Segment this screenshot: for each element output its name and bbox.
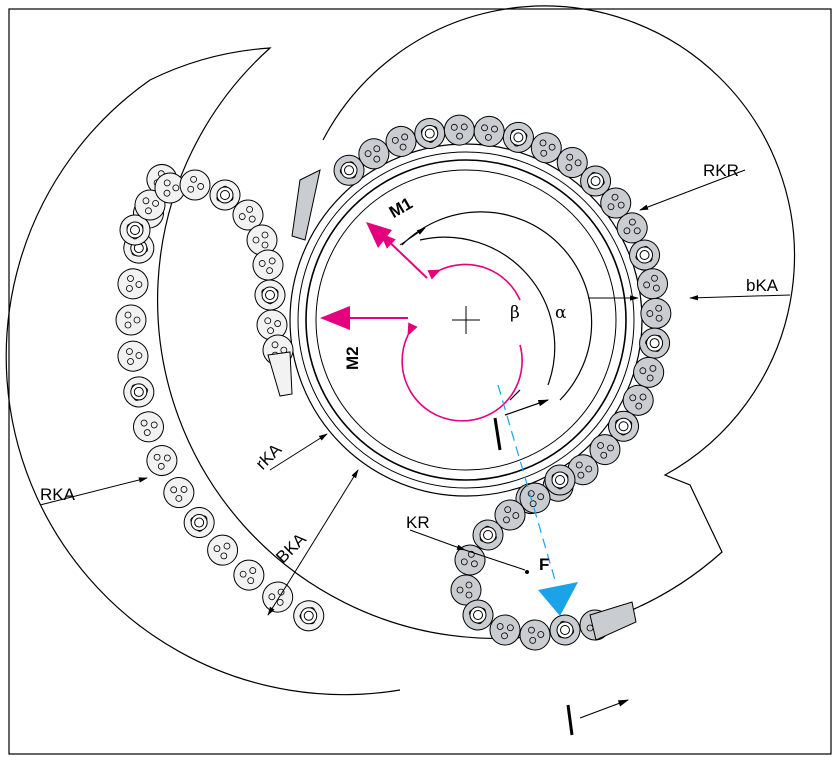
chain-pin-active-inner bbox=[560, 625, 570, 635]
chain-link-active bbox=[473, 115, 505, 147]
centerline-dashed bbox=[497, 384, 556, 581]
chain-pin-passive bbox=[130, 383, 148, 401]
chain-pin-active-inner bbox=[649, 338, 660, 349]
chain-pin-active bbox=[646, 334, 664, 352]
label-bka: bKA bbox=[746, 276, 779, 295]
label-bka-width: BKA bbox=[272, 529, 310, 567]
chain-pin-active bbox=[340, 161, 358, 179]
chain-pin-active-inner bbox=[590, 176, 601, 187]
chain-pin-active-inner bbox=[483, 530, 493, 540]
label-rka-outer: RKA bbox=[40, 485, 76, 504]
chain-pin-active-inner bbox=[344, 165, 355, 176]
chain-link-passive bbox=[233, 559, 265, 591]
chain-link-passive bbox=[117, 268, 149, 300]
chain-pin-passive bbox=[261, 286, 279, 304]
chain-link-passive bbox=[115, 304, 147, 336]
frame-border bbox=[8, 8, 832, 755]
chain-link-active bbox=[519, 482, 551, 514]
chain-pin-active-inner bbox=[424, 128, 435, 139]
chain-link-passive bbox=[207, 534, 239, 566]
angle-arcs bbox=[401, 211, 593, 401]
label-m2: M2 bbox=[343, 346, 362, 370]
moment-m1 bbox=[379, 232, 521, 301]
end-bracket-active bbox=[589, 601, 637, 641]
chain-pin-passive-inner bbox=[130, 225, 140, 235]
label-alpha: α bbox=[555, 303, 567, 323]
chain-pin-active bbox=[479, 526, 497, 544]
label-beta: β bbox=[510, 303, 520, 323]
chain-pin-passive bbox=[216, 186, 234, 204]
chain-link-passive bbox=[132, 411, 164, 443]
chain-passive bbox=[115, 163, 325, 632]
chain-link-active bbox=[519, 619, 551, 651]
chain-pin-passive bbox=[300, 607, 318, 625]
chain-pin-passive-inner bbox=[194, 517, 205, 528]
chain-link-passive bbox=[146, 445, 178, 477]
chain-link-active bbox=[443, 114, 475, 146]
label-m1: M1 bbox=[386, 194, 416, 222]
chain-pin-passive-inner bbox=[265, 290, 275, 300]
end-bracket-upper bbox=[291, 169, 321, 241]
chain-link-active bbox=[385, 125, 417, 157]
chain-link-active bbox=[556, 146, 588, 178]
chain-pin-passive bbox=[190, 514, 208, 532]
outer-guide-channel bbox=[5, 5, 796, 696]
label-rka-inner: rKA bbox=[252, 439, 286, 473]
chain-pin-active-inner bbox=[555, 475, 565, 485]
chain-link-active bbox=[494, 499, 526, 531]
chain-pin-passive-inner bbox=[220, 190, 230, 200]
beta-arc bbox=[509, 389, 521, 401]
chain-link-active bbox=[450, 574, 482, 606]
chain-pin-active-inner bbox=[473, 610, 483, 620]
force-point bbox=[525, 570, 529, 574]
chain-pin-active bbox=[509, 128, 527, 146]
chain-pin-active bbox=[587, 172, 605, 190]
end-stop-outer bbox=[566, 699, 630, 736]
alpha-arc bbox=[419, 236, 556, 386]
end-stop-inner bbox=[493, 399, 550, 451]
label-rkr: RKR bbox=[703, 161, 739, 180]
chain-pin-active bbox=[469, 606, 487, 624]
chain-pin-active bbox=[636, 246, 654, 264]
chain-pin-active-inner bbox=[618, 421, 629, 432]
chain-link-active bbox=[489, 614, 521, 646]
chain-link-active bbox=[622, 384, 654, 416]
chain-pin-active-inner bbox=[513, 132, 524, 143]
chain-link-passive bbox=[179, 169, 211, 201]
chain-link-active bbox=[633, 356, 665, 388]
chain-link-passive bbox=[262, 581, 294, 613]
chain-link-passive bbox=[252, 249, 284, 281]
chain-link-passive bbox=[134, 189, 166, 221]
m2-arrowhead bbox=[320, 306, 350, 330]
end-bracket-passive bbox=[267, 351, 293, 397]
label-f: F bbox=[539, 555, 549, 574]
chain-active bbox=[291, 114, 672, 651]
m1-arrowhead bbox=[366, 222, 392, 248]
chain-link-passive bbox=[163, 477, 195, 509]
chain-pin-active bbox=[615, 417, 633, 435]
chain-pin-passive-inner bbox=[303, 610, 314, 621]
chain-link-passive bbox=[117, 340, 149, 372]
chain-link-active bbox=[640, 297, 672, 329]
chain-pin-passive-inner bbox=[133, 386, 144, 397]
chain-pin-active-inner bbox=[639, 250, 650, 261]
dimension-lines bbox=[39, 169, 791, 616]
chain-pin-passive bbox=[126, 221, 144, 239]
chain-link-passive bbox=[154, 172, 186, 204]
chain-pin-active bbox=[556, 621, 574, 639]
chain-pin-active bbox=[421, 124, 439, 142]
force-arrow bbox=[538, 582, 578, 616]
label-kr: KR bbox=[406, 513, 430, 532]
chain-pin-active bbox=[551, 471, 569, 489]
